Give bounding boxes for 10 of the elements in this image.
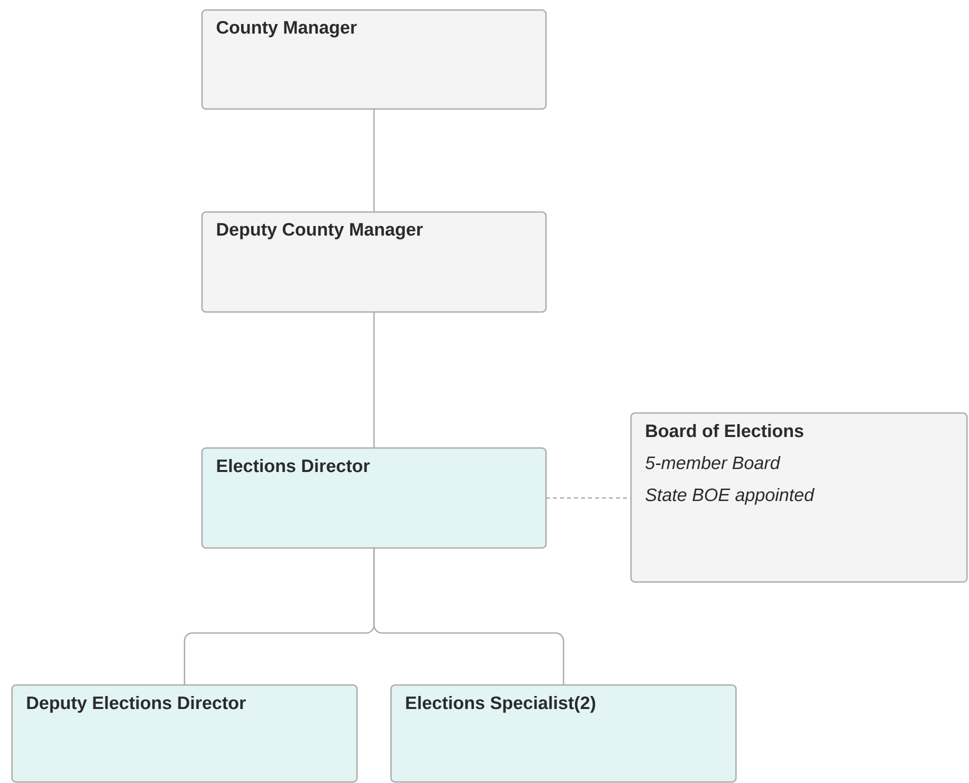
- org-box: Elections Specialist(2): [390, 684, 737, 783]
- connector-line: [373, 548, 564, 685]
- org-box: Deputy County Manager: [201, 211, 547, 313]
- org-box: Elections Director: [201, 447, 547, 549]
- dashed-line: [546, 497, 631, 499]
- org-box: Deputy Elections Director: [11, 684, 358, 783]
- connector-line: [373, 312, 375, 448]
- connector-line: [373, 109, 375, 212]
- org-box: Board of Elections 5-member Board State BOE appointed: [630, 412, 968, 583]
- org-box: County Manager: [201, 9, 547, 110]
